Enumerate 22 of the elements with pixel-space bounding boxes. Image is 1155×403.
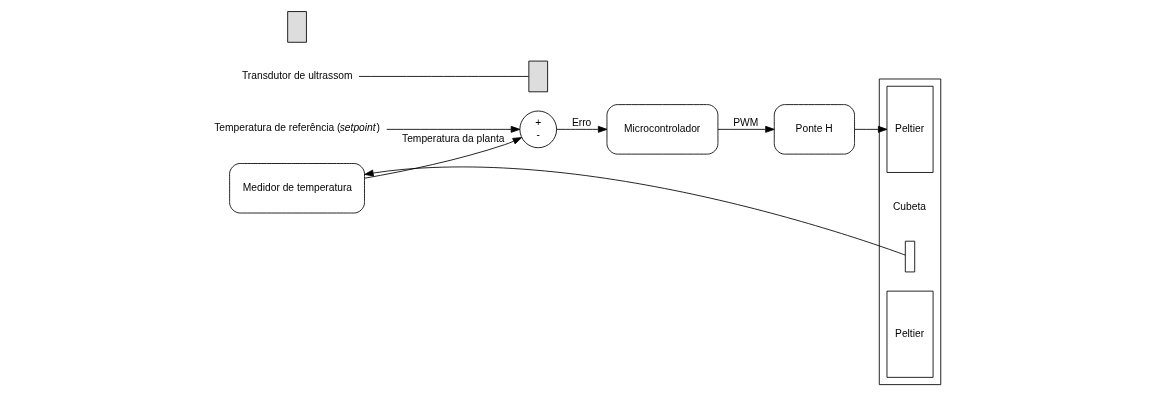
edge-label: Temperatura da planta bbox=[402, 132, 505, 144]
node-text: Cubeta bbox=[892, 200, 926, 212]
node-box: Ponte H bbox=[773, 104, 855, 155]
node-circle: + - bbox=[519, 110, 557, 149]
node-box: Peltier bbox=[886, 290, 934, 378]
node-box bbox=[287, 11, 307, 43]
arrow bbox=[854, 125, 888, 133]
node-box bbox=[528, 60, 549, 93]
node-text: Transdutor de ultrassom bbox=[241, 70, 353, 82]
node-box: Medidor de temperatura bbox=[229, 163, 365, 214]
node-text: Temperatura de referência (setpoint) bbox=[214, 122, 380, 134]
arrow bbox=[717, 125, 775, 133]
edge-label: Erro bbox=[571, 117, 592, 129]
arrow bbox=[364, 137, 523, 179]
connector bbox=[358, 76, 529, 77]
arrow bbox=[364, 166, 906, 256]
node-box: Peltier bbox=[886, 85, 934, 173]
arrow bbox=[556, 125, 608, 133]
edge-label: PWM bbox=[733, 117, 759, 129]
arrow bbox=[386, 125, 521, 133]
node-box bbox=[904, 240, 916, 273]
node-box: Microcontrolador bbox=[606, 104, 719, 155]
